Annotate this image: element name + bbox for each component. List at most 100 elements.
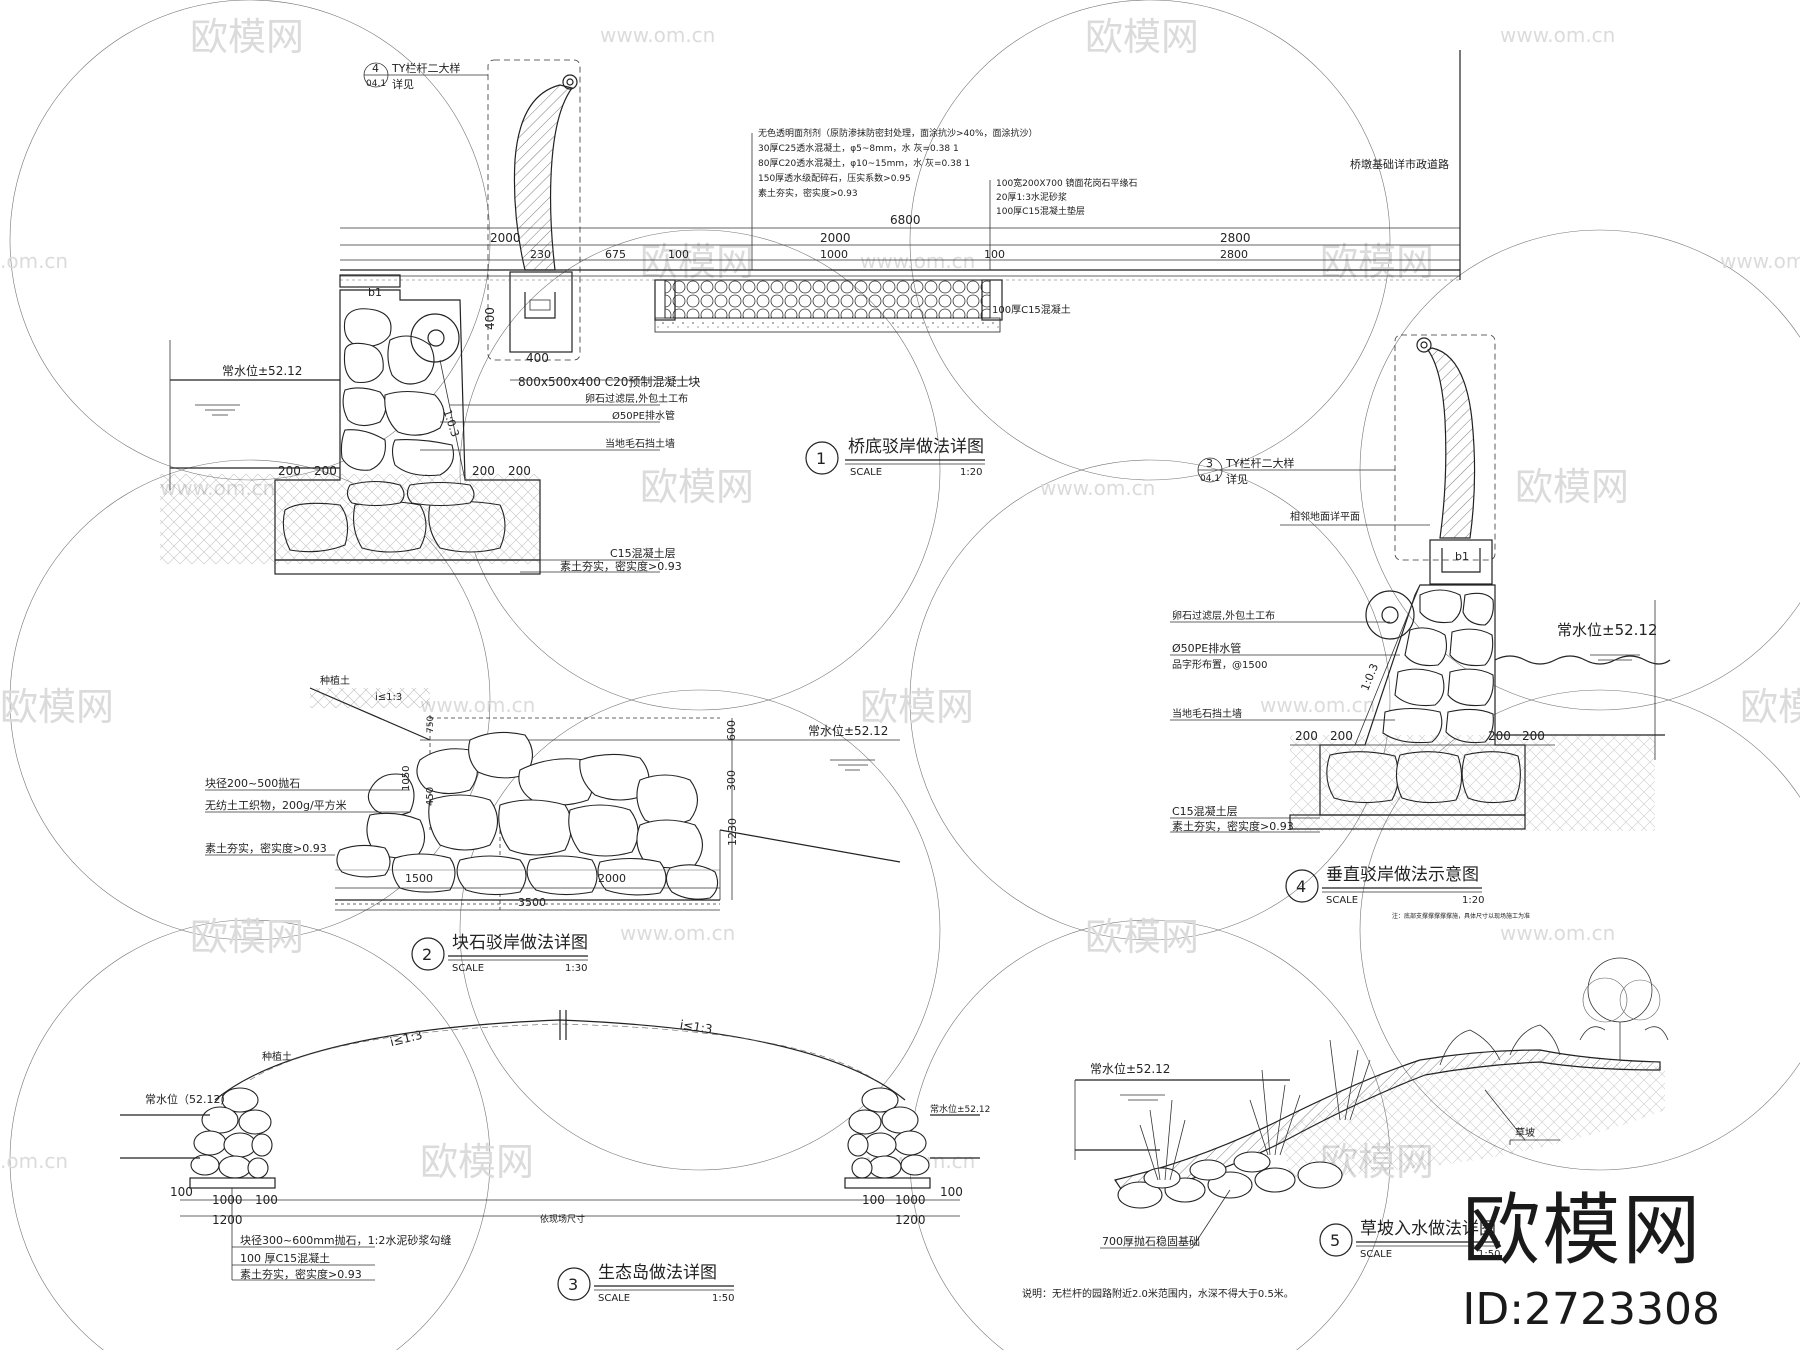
watermark-brand: 欧模网 [0, 685, 114, 729]
watermark-brand: 欧模网 [420, 1140, 534, 1184]
aquatic-plants [1139, 957, 1669, 1181]
railing-ref-bottom: 详见 [1226, 472, 1248, 486]
scale-label: SCALE [850, 467, 882, 478]
scale-value: 1:20 [1462, 895, 1484, 906]
note-soil: 素土夯实，密实度>0.93 [240, 1267, 362, 1281]
curb-notes: 100宽200X700 镜面花岗石平缘石 20厚1:3水泥砂浆 100厚C15混… [996, 177, 1138, 217]
dim-100: 100 [170, 1185, 193, 1199]
paving-note: 素土夯实，密实度>0.93 [758, 187, 858, 199]
dim-1050: 450 [425, 787, 436, 806]
railing-ref-top: TY栏杆二大样 [1225, 456, 1294, 470]
watermark-site: www.om.cn [620, 921, 735, 945]
detail-2-stone-revetment: 种植土 i≤1:3 常水位±52.12 [205, 674, 901, 974]
watermark-site: .om.cn [0, 249, 68, 273]
railing-ref-bottom: 详见 [392, 77, 414, 91]
watermark-site: www.om.cn [420, 693, 535, 717]
dim-1000: 1000 [212, 1193, 243, 1207]
brand-stamp: 欧模网 ID:2723308 [1462, 1168, 1720, 1335]
watermark-brand: 欧模网 [190, 15, 304, 59]
slope-ratio: i≤1:3 [375, 692, 402, 703]
rubble-wall-label: 当地毛石挡土墙 [605, 437, 675, 450]
curb-note: 100厚C15混凝土垫层 [996, 205, 1085, 217]
scale-label: SCALE [1326, 895, 1358, 906]
b1-label: b1 [368, 286, 382, 299]
rubble-wall-label: 当地毛石挡土墙 [1172, 707, 1242, 720]
watermark-brand: 欧模网 [1740, 685, 1800, 729]
model-id: ID:2723308 [1462, 1284, 1720, 1335]
planting-soil: 种植土 [320, 674, 350, 687]
left-toe-stones [190, 1087, 273, 1179]
detail-title: 草坡入水做法详图 [1360, 1219, 1496, 1239]
dim-2800: 2800 [1220, 248, 1248, 261]
geotextile: 无纺土工织物，200g/平方米 [205, 798, 347, 812]
dim-400: 400 [526, 351, 549, 365]
water-level: 常水位±52.12 [808, 723, 888, 738]
scale-value: 1:20 [960, 467, 982, 478]
scale-label: SCALE [1360, 1249, 1392, 1260]
dim-2000: 2000 [490, 231, 521, 245]
detail-number: 2 [422, 945, 432, 964]
dim-200: 200 [508, 464, 531, 478]
ref-a: 3 [1206, 457, 1213, 470]
watermark-brand: 欧模网 [1515, 465, 1629, 509]
railing-ref-top: TY栏杆二大样 [391, 61, 460, 75]
span-label: 依现场尺寸 [540, 1213, 585, 1225]
bridge-note: 桥墩基础详市政道路 [1350, 157, 1449, 171]
slope-ratio: i≤1:3 [679, 1018, 713, 1037]
watermark-brand: 欧模网 [1320, 240, 1434, 284]
detail-title: 块石驳岸做法详图 [452, 933, 588, 953]
note-concrete: 100 厚C15混凝土 [240, 1251, 330, 1265]
watermark-brand: 欧模网 [190, 915, 304, 959]
dim-100: 100 [862, 1193, 885, 1207]
dim-200: 200 [1295, 729, 1318, 743]
watermark-site: www.om.cn [1720, 249, 1800, 273]
detail-5-grass-slope: 常水位±52.12 草坡 [1022, 957, 1669, 1300]
drain-pipe-label: Ø50PE排水管 [1172, 641, 1241, 655]
dim-100: 100 [984, 248, 1005, 261]
water-level-left: 常水位（52.12） [145, 1092, 232, 1106]
b1-label: b1 [1455, 550, 1469, 563]
dim-1000: 1000 [895, 1193, 926, 1207]
dim-100: 100 [255, 1193, 278, 1207]
drain-pipe-label: Ø50PE排水管 [612, 409, 675, 422]
dim-2800: 2800 [1220, 231, 1251, 245]
scale-value: 1:50 [1478, 1249, 1500, 1260]
paving-note: 无色透明面剂剂（原防渗抹防密封处理，面涂抗沙>40%，面涂抗沙） [758, 127, 1038, 139]
filter-layer-label: 卵石过滤层,外包土工布 [1172, 609, 1275, 622]
compacted-soil-label: 素土夯实，密实度>0.93 [1172, 819, 1294, 833]
slope-label: 1:0.3 [1358, 662, 1381, 693]
watermark-site: .om.cn [0, 1149, 68, 1173]
riprap-size: 块径200~500抛石 [205, 776, 300, 790]
water-level: 常水位±52.12 [1557, 621, 1658, 639]
dim-200: 200 [472, 464, 495, 478]
detail-number: 5 [1330, 1231, 1340, 1250]
scale-label: SCALE [598, 1293, 630, 1304]
curb-note: 20厚1:3水泥砂浆 [996, 191, 1067, 203]
c15-layer-label: C15混凝土层 [610, 546, 676, 560]
ref-b: 04.1 [1200, 474, 1220, 484]
dim-230: 230 [530, 248, 551, 261]
watermark-site: www.om.cn [1500, 921, 1615, 945]
dim-200: 200 [1330, 729, 1353, 743]
paving-note: 30厚C25透水混凝土，φ5~8mm，水 灰=0.38 1 [758, 142, 959, 154]
dim-100: 100 [940, 1185, 963, 1199]
watermark-site: www.om.cn [1040, 476, 1155, 500]
watermark-site: www.om.cn [1500, 23, 1615, 47]
dim-1200: 1200 [212, 1213, 243, 1227]
c15-layer-label: C15混凝土层 [1172, 804, 1238, 818]
brand-logo-text: 欧模网 [1462, 1186, 1703, 1276]
water-level: 常水位±52.12 [1090, 1061, 1170, 1076]
dim-300: 1230 [726, 818, 739, 846]
compacted-soil-label: 素土夯实，密实度>0.93 [560, 559, 682, 573]
dim-1230: 1050 [401, 766, 412, 791]
watermark-brand: 欧模网 [1085, 915, 1199, 959]
filter-layer-label: 卵石过滤层,外包土工布 [585, 392, 688, 405]
watermark-site: www.om.cn [600, 23, 715, 47]
slope-ratio: i≤1:3 [389, 1028, 424, 1049]
paving-notes: 无色透明面剂剂（原防渗抹防密封处理，面涂抗沙>40%，面涂抗沙） 30厚C25透… [758, 127, 1038, 199]
dim-2000: 2000 [820, 231, 851, 245]
detail-1-bridge-revetment: 4 04.1 TY栏杆二大样 详见 桥墩基础详市政道路 无色透明面剂剂（原防渗抹… [160, 50, 1461, 575]
riprap-base [1117, 1151, 1343, 1209]
paving-note: 150厚透水级配碎石，压实系数>0.95 [758, 172, 911, 184]
